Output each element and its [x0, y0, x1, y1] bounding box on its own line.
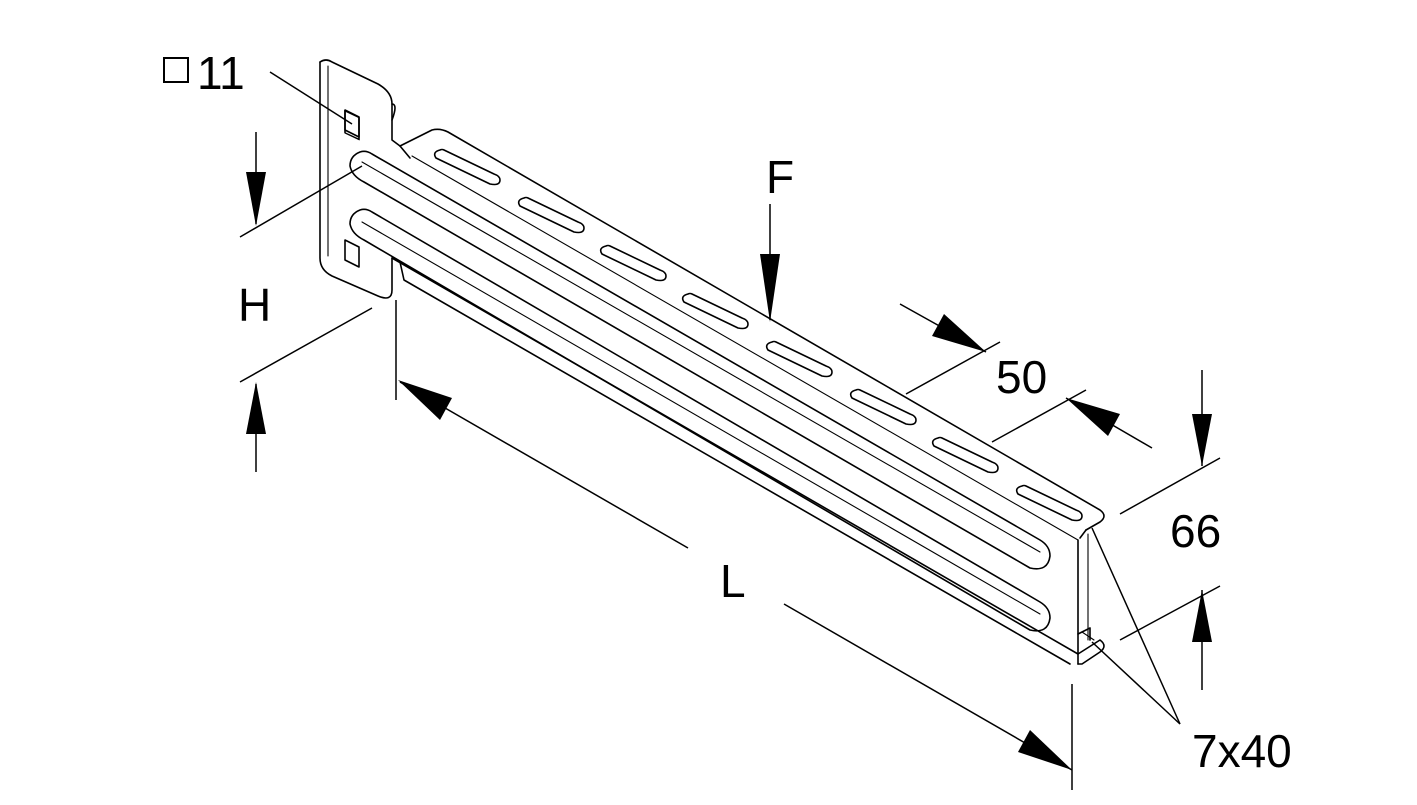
load-arrow [760, 204, 780, 322]
flange-slots [433, 148, 1083, 522]
slot-size-label: 7x40 [1192, 725, 1292, 777]
height-label: H [238, 279, 272, 331]
wall-plate [319, 59, 401, 299]
square-outline-icon [163, 57, 189, 83]
bottom-flange [1077, 627, 1105, 665]
height-dimension [239, 132, 373, 472]
load-label: F [766, 151, 795, 203]
bracket-web [349, 150, 1089, 665]
length-label: L [720, 555, 746, 607]
pitch-dimension [899, 303, 1153, 449]
top-flange [399, 128, 1105, 541]
length-dimension [395, 300, 1073, 790]
flange-height-label: 66 [1170, 505, 1222, 557]
hole-size-label: 11 [197, 47, 245, 99]
hole-leader [269, 71, 353, 125]
slot-size-leaders [1091, 527, 1181, 725]
slot-pitch-label: 50 [996, 351, 1048, 403]
flange-height-dimension [1119, 370, 1221, 690]
